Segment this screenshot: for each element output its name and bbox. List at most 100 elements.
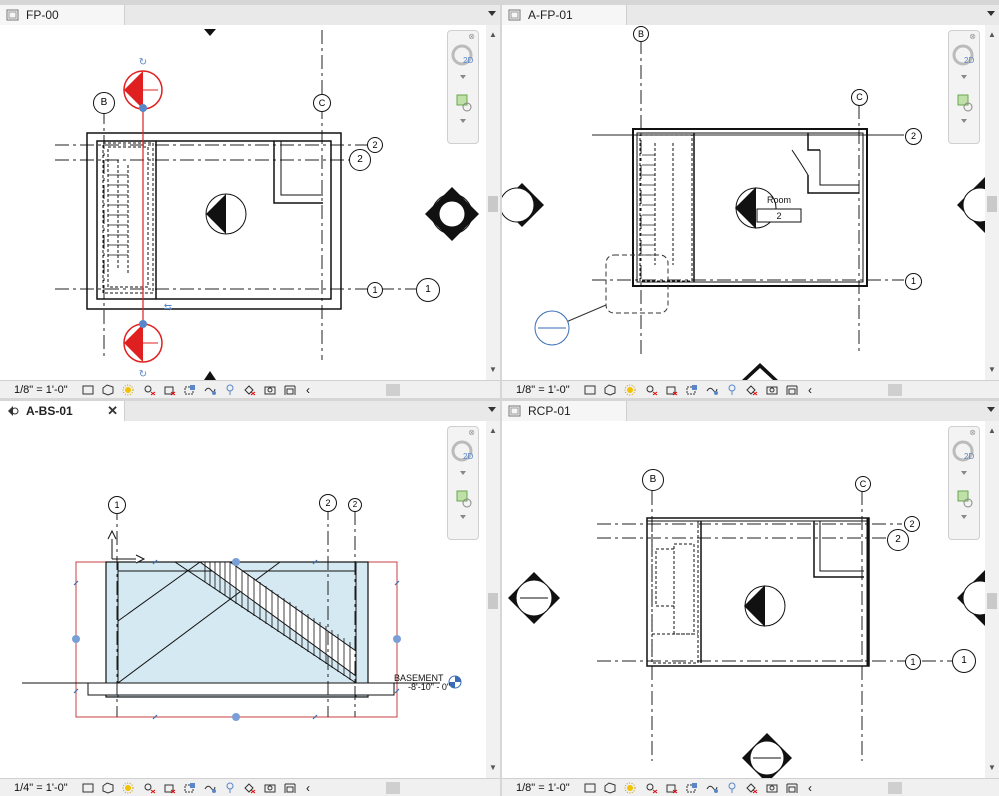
close-icon[interactable]: ⊗ — [969, 428, 976, 437]
temporary-hide-icon[interactable] — [204, 782, 216, 794]
navigation-wheel-icon[interactable]: 2D — [448, 435, 478, 475]
show-crop-icon[interactable] — [184, 384, 196, 396]
scroll-down-icon[interactable]: ▼ — [489, 763, 497, 772]
crop-view-icon[interactable] — [666, 782, 678, 794]
highlight-displacement-icon[interactable] — [766, 782, 778, 794]
drawing-canvas[interactable] — [502, 421, 985, 778]
reveal-hidden-icon[interactable] — [224, 384, 236, 396]
highlight-displacement-icon[interactable] — [264, 782, 276, 794]
elevation-marker-left[interactable] — [508, 572, 560, 624]
zoom-icon[interactable] — [448, 483, 478, 523]
close-icon[interactable]: ⊗ — [468, 32, 475, 41]
visual-style-icon[interactable] — [102, 782, 114, 794]
section-head-top[interactable]: ↻ — [123, 57, 163, 112]
close-icon[interactable]: ✕ — [107, 403, 118, 418]
horizontal-scroll-thumb[interactable] — [888, 782, 902, 794]
reveal-hidden-icon[interactable] — [224, 782, 236, 794]
grid-bubble-c[interactable]: C — [313, 94, 331, 112]
elevation-marker-left[interactable] — [502, 183, 544, 227]
shadows-icon[interactable] — [144, 782, 156, 794]
vertical-scrollbar[interactable]: ▲ ▼ — [985, 25, 999, 380]
reveal-constraints-icon[interactable] — [786, 782, 798, 794]
tab-rcp-01[interactable]: RCP-01 — [502, 401, 627, 421]
analytical-model-icon[interactable] — [244, 782, 256, 794]
view-pane-a-bs-01[interactable]: A-BS-01 ✕ — [0, 401, 500, 796]
reveal-hidden-icon[interactable] — [726, 782, 738, 794]
navigation-wheel-icon[interactable]: 2D — [949, 39, 979, 79]
elevation-marker-right[interactable] — [425, 187, 479, 241]
detail-level-icon[interactable] — [584, 384, 596, 396]
scroll-thumb[interactable] — [987, 593, 997, 609]
navigation-wheel-icon[interactable]: 2D — [448, 39, 478, 79]
view-pane-fp-00[interactable]: FP-00 — [0, 5, 500, 398]
scroll-left-icon[interactable]: ‹ — [306, 781, 310, 795]
scroll-down-icon[interactable]: ▼ — [988, 763, 996, 772]
detail-level-icon[interactable] — [584, 782, 596, 794]
zoom-icon[interactable] — [949, 87, 979, 127]
shadows-icon[interactable] — [646, 384, 658, 396]
tab-a-bs-01[interactable]: A-BS-01 ✕ — [0, 401, 125, 421]
section-head-bottom[interactable]: ↻ ⇆ — [123, 302, 172, 380]
grid-bubble-2a[interactable]: 2 — [367, 137, 383, 153]
visual-style-icon[interactable] — [102, 384, 114, 396]
menu-arrow-icon[interactable] — [488, 11, 496, 16]
grid-bubble-2a[interactable]: 2 — [904, 516, 920, 532]
view-scale[interactable]: 1/8" = 1'-0" — [516, 384, 570, 396]
view-pane-rcp-01[interactable]: RCP-01 — [502, 401, 999, 796]
vertical-scrollbar[interactable]: ▲ ▼ — [985, 421, 999, 778]
level-elevation[interactable]: -8'-10" - 0" — [408, 682, 451, 692]
elevation-marker-bottom[interactable] — [742, 733, 792, 778]
sun-path-icon[interactable] — [624, 782, 636, 794]
reveal-constraints-icon[interactable] — [786, 384, 798, 396]
navigation-bar[interactable]: ⊗ 2D — [447, 30, 479, 144]
temporary-hide-icon[interactable] — [706, 782, 718, 794]
horizontal-scroll-thumb[interactable] — [888, 384, 902, 396]
highlight-displacement-icon[interactable] — [264, 384, 276, 396]
grid-bubble-2b[interactable]: 2 — [887, 529, 909, 551]
show-crop-icon[interactable] — [686, 782, 698, 794]
callout-tag[interactable] — [534, 310, 570, 346]
temporary-hide-icon[interactable] — [204, 384, 216, 396]
grid-bubble-b[interactable]: B — [633, 26, 649, 42]
level-head[interactable] — [448, 675, 462, 689]
horizontal-scroll-thumb[interactable] — [386, 384, 400, 396]
detail-level-icon[interactable] — [82, 782, 94, 794]
grid-bubble-1a[interactable]: 1 — [367, 282, 383, 298]
show-crop-icon[interactable] — [686, 384, 698, 396]
crop-view-icon[interactable] — [164, 384, 176, 396]
temporary-hide-icon[interactable] — [706, 384, 718, 396]
scroll-thumb[interactable] — [987, 196, 997, 212]
analytical-model-icon[interactable] — [746, 384, 758, 396]
navigation-bar[interactable]: ⊗ 2D — [447, 426, 479, 540]
detail-level-icon[interactable] — [82, 384, 94, 396]
zoom-icon[interactable] — [949, 483, 979, 523]
view-scale[interactable]: 1/8" = 1'-0" — [14, 384, 68, 396]
grid-bubble-b[interactable]: B — [93, 92, 115, 114]
elevation-marker-bottom[interactable] — [742, 363, 778, 380]
scroll-left-icon[interactable]: ‹ — [306, 383, 310, 397]
navigation-bar[interactable]: ⊗ 2D — [948, 30, 980, 144]
grid-bubble-1b[interactable]: 1 — [416, 278, 440, 302]
sun-path-icon[interactable] — [122, 384, 134, 396]
tab-a-fp-01[interactable]: A-FP-01 — [502, 5, 627, 25]
grid-bubble-b[interactable]: B — [642, 469, 664, 491]
scroll-up-icon[interactable]: ▲ — [988, 426, 996, 435]
drawing-canvas[interactable]: Room 2 — [502, 25, 985, 380]
grid-bubble-1[interactable]: 1 — [108, 496, 126, 514]
horizontal-scroll-thumb[interactable] — [386, 782, 400, 794]
scroll-up-icon[interactable]: ▲ — [489, 30, 497, 39]
crop-view-icon[interactable] — [164, 782, 176, 794]
drawing-canvas[interactable]: ↻ ↻ ⇆ — [0, 25, 486, 380]
visual-style-icon[interactable] — [604, 384, 616, 396]
elevation-marker-center[interactable] — [205, 193, 247, 235]
menu-arrow-icon[interactable] — [987, 11, 995, 16]
scroll-thumb[interactable] — [488, 196, 498, 212]
scroll-down-icon[interactable]: ▼ — [988, 365, 996, 374]
menu-arrow-icon[interactable] — [987, 407, 995, 412]
room-tag[interactable]: Room 2 — [756, 195, 802, 223]
tab-fp-00[interactable]: FP-00 — [0, 5, 125, 25]
grid-bubble-1[interactable]: 1 — [905, 273, 922, 290]
elevation-marker-center[interactable] — [744, 585, 786, 627]
zoom-icon[interactable] — [448, 87, 478, 127]
shadows-icon[interactable] — [144, 384, 156, 396]
